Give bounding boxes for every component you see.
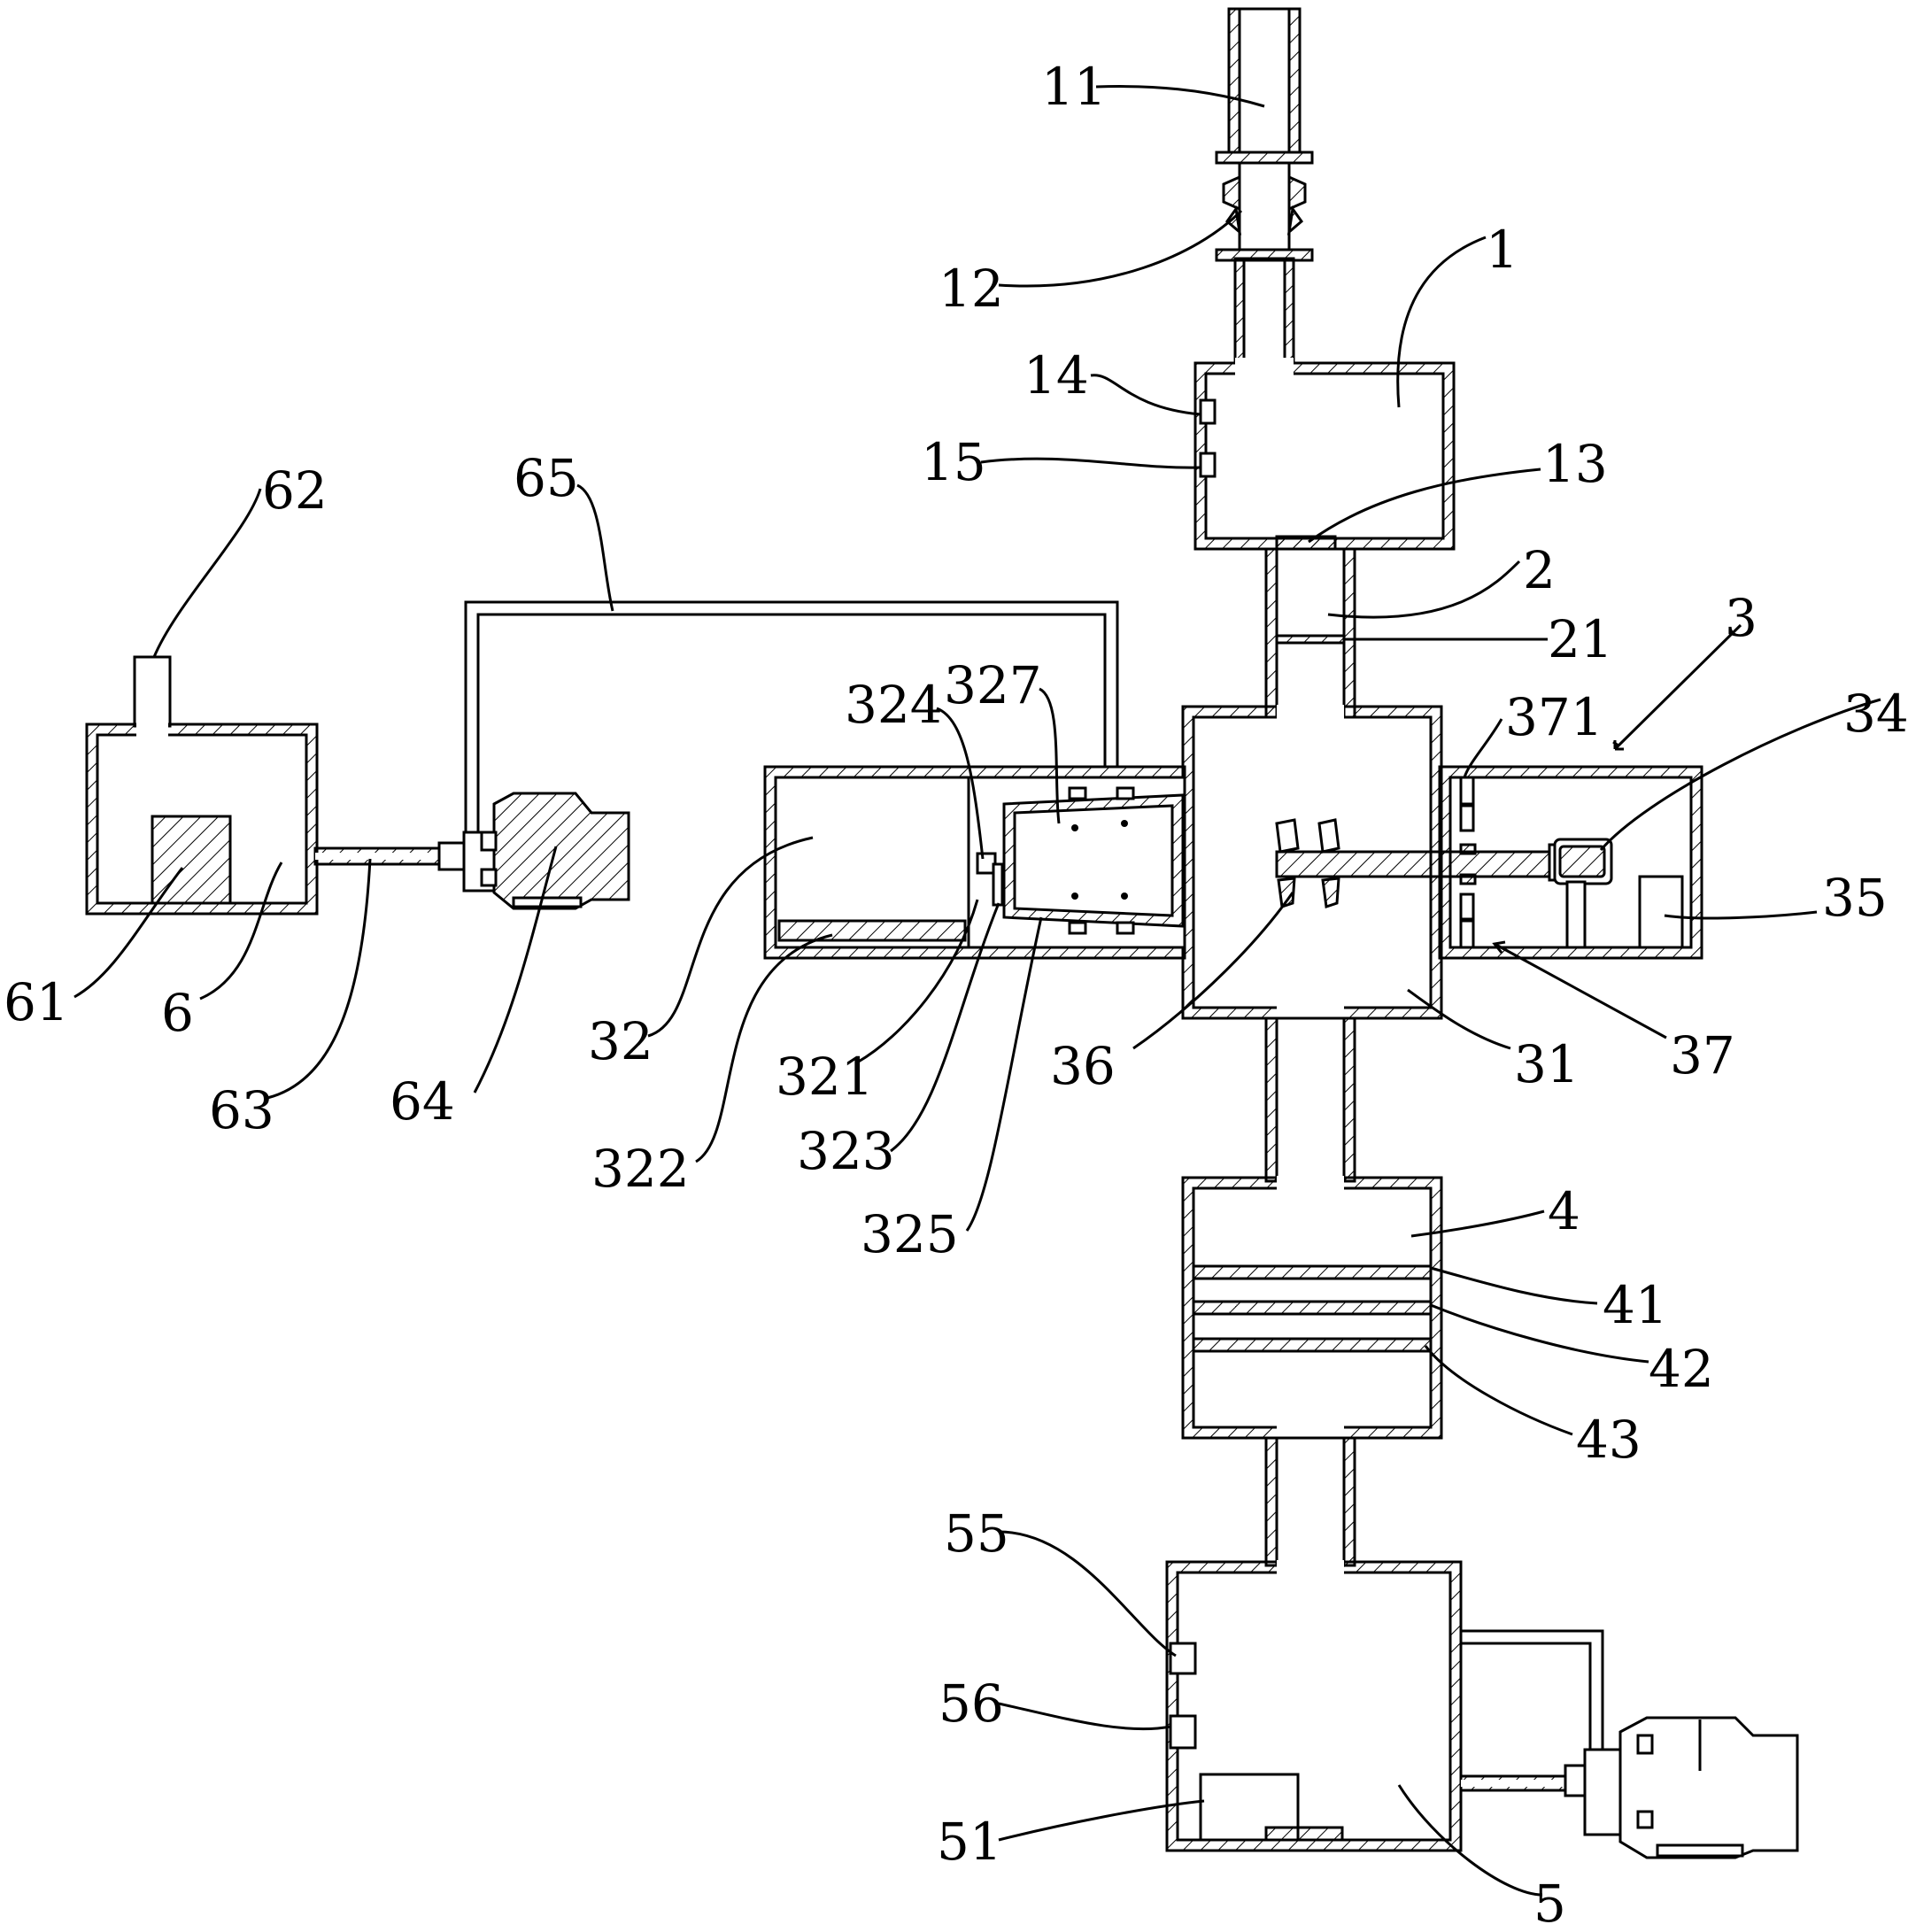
label-64: 64 xyxy=(390,1071,455,1132)
label-3: 3 xyxy=(1725,588,1757,648)
pipe-65 xyxy=(464,600,1119,848)
label-322: 322 xyxy=(591,1139,690,1199)
label-1: 1 xyxy=(1486,220,1518,280)
label-35: 35 xyxy=(1822,868,1888,928)
label-321: 321 xyxy=(776,1047,874,1107)
box-35 xyxy=(1638,875,1684,949)
right-housing-3 xyxy=(1275,765,1703,960)
block-61 xyxy=(151,815,232,905)
label-327: 327 xyxy=(944,655,1042,715)
sensor-56-icon xyxy=(1169,1714,1197,1750)
pump-64 xyxy=(437,792,630,910)
pipe-31-4 xyxy=(1264,1016,1356,1183)
label-371: 371 xyxy=(1505,687,1603,747)
layer-43 xyxy=(1192,1337,1433,1353)
label-42: 42 xyxy=(1649,1339,1714,1399)
chamber-4 xyxy=(1181,1176,1443,1440)
tank-6 xyxy=(85,655,452,916)
left-housing-32 xyxy=(763,765,1186,960)
sensor-15-icon xyxy=(1199,452,1217,478)
tray-327 xyxy=(1013,804,1174,917)
layer-41 xyxy=(1192,1264,1433,1280)
shaft xyxy=(1275,850,1551,878)
inlet-valve xyxy=(1215,151,1314,262)
label-324: 324 xyxy=(845,675,943,735)
callout-labels: 11 12 1 14 15 13 2 21 3 371 34 35 36 31 … xyxy=(4,57,1908,1932)
label-55: 55 xyxy=(944,1503,1009,1564)
label-61: 61 xyxy=(4,972,69,1032)
label-36: 36 xyxy=(1050,1036,1116,1096)
pump-bottom xyxy=(1564,1716,1799,1859)
label-34: 34 xyxy=(1843,684,1908,744)
label-6: 6 xyxy=(161,983,194,1043)
label-51: 51 xyxy=(937,1812,1002,1872)
pipe-4-5 xyxy=(1264,1436,1356,1567)
blades-36 xyxy=(1275,818,1340,908)
label-41: 41 xyxy=(1603,1275,1668,1335)
label-31: 31 xyxy=(1514,1034,1580,1094)
label-2: 2 xyxy=(1523,540,1556,600)
label-13: 13 xyxy=(1542,434,1608,494)
label-32: 32 xyxy=(588,1011,653,1071)
label-56: 56 xyxy=(939,1673,1004,1734)
leader-lines xyxy=(73,85,1881,1897)
neck-2 xyxy=(1264,547,1356,719)
label-62: 62 xyxy=(262,460,328,521)
label-21: 21 xyxy=(1548,609,1613,669)
label-4: 4 xyxy=(1548,1181,1580,1241)
label-14: 14 xyxy=(1024,345,1089,406)
membrane-21 xyxy=(1275,634,1346,645)
label-63: 63 xyxy=(209,1080,274,1140)
layer-42 xyxy=(1192,1300,1433,1316)
sensor-55-icon xyxy=(1169,1642,1197,1675)
label-325: 325 xyxy=(861,1204,959,1264)
label-5: 5 xyxy=(1533,1874,1566,1932)
label-43: 43 xyxy=(1576,1410,1641,1470)
chamber-5 xyxy=(1165,1560,1463,1852)
label-15: 15 xyxy=(921,432,986,492)
label-11: 11 xyxy=(1041,57,1107,117)
label-37: 37 xyxy=(1670,1025,1735,1086)
base-322 xyxy=(777,919,967,942)
label-323: 323 xyxy=(797,1121,895,1181)
label-12: 12 xyxy=(939,259,1004,319)
label-65: 65 xyxy=(514,448,579,508)
chamber-1 xyxy=(1193,358,1456,553)
sensor-14-icon xyxy=(1199,398,1217,425)
